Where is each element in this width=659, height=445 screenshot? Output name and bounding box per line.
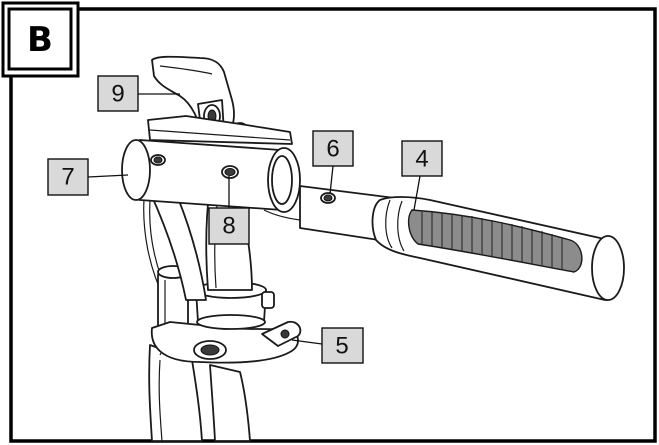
folding-clamp (150, 320, 302, 364)
handlebar-clamp-tube (121, 139, 301, 213)
fork-tube (148, 344, 203, 442)
callout-6-label: 6 (326, 136, 339, 163)
callout-4-label: 4 (415, 146, 428, 173)
callout-9-label: 9 (111, 81, 124, 108)
section-badge: B (1, 1, 80, 78)
stem-support (149, 191, 207, 301)
rear-stem-tube (209, 364, 251, 442)
callout-7-label: 7 (61, 164, 74, 191)
callout-9: 9 (97, 75, 180, 112)
callout-6: 6 (312, 130, 354, 195)
hand-grip (371, 196, 625, 301)
scooter-illustration (121, 55, 625, 442)
callout-8: 8 (208, 176, 250, 245)
callout-5-label: 5 (335, 333, 348, 360)
callout-4: 4 (401, 140, 443, 211)
callout-8-label: 8 (222, 213, 235, 240)
callout-5: 5 (291, 327, 364, 364)
callout-7: 7 (47, 158, 129, 196)
section-label: B (27, 20, 53, 60)
